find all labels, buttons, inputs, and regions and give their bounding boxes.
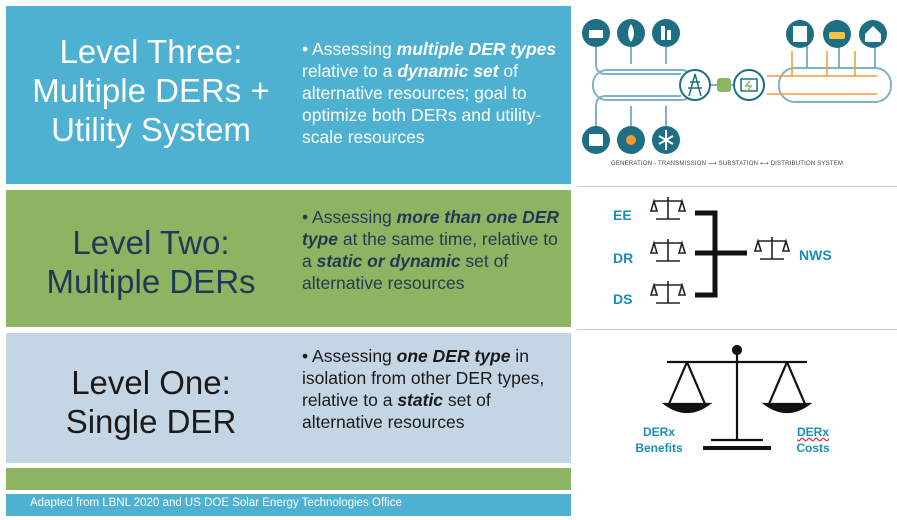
scale-icon	[649, 239, 687, 262]
emphasis-text: one DER type	[396, 346, 511, 366]
source-note: Adapted from LBNL 2020 and US DOE Solar …	[30, 497, 402, 509]
description-text: set of alternative resources	[302, 251, 509, 293]
level-three-title: Level Three: Multiple DERs + Utility Sys…	[6, 32, 296, 149]
dr-label: DR	[613, 250, 634, 266]
level-one-description: • Assessing one DER type in isolation fr…	[302, 345, 568, 433]
description-text: of alternative resources; goal to optimi…	[302, 61, 542, 147]
bracket-icon	[695, 210, 747, 298]
scales-graphic	[649, 197, 791, 304]
caption-line: DERx	[642, 425, 675, 439]
costs-caption: DERx Costs	[783, 424, 843, 456]
title-line: Multiple DERs +	[32, 72, 270, 109]
level-two-panel: Level Two: Multiple DERs • Assessing mor…	[6, 190, 571, 327]
level-three-description: • Assessing multiple DER types relative …	[302, 38, 568, 148]
nuclear-plant-icon	[652, 19, 680, 47]
title-line: Single DER	[65, 403, 237, 440]
title-line: Level One:	[71, 364, 231, 401]
title-line: Level Two:	[72, 224, 230, 261]
description-text: relative to a	[302, 61, 398, 81]
caption-line: DERx	[796, 425, 829, 439]
grid-caption: GENERATION - TRANSMISSION ⟶ SUBSTATION ⟷…	[611, 161, 844, 167]
emphasis-text: more than one DER type	[302, 207, 560, 249]
transmission-tower-icon	[679, 69, 711, 101]
description-text: • Assessing	[302, 207, 397, 227]
description-text: at the same time, relative to a	[302, 229, 558, 271]
description-text: in isolation from other DER types, relat…	[302, 346, 545, 410]
nws-label: NWS	[799, 247, 832, 263]
ds-label: DS	[613, 291, 633, 307]
description-text: • Assessing	[302, 346, 397, 366]
scale-icon	[649, 197, 687, 220]
emphasis-text: multiple DER types	[396, 39, 557, 59]
scale-icon	[649, 281, 687, 304]
level-two-title: Level Two: Multiple DERs	[6, 223, 296, 301]
grid-diagram-graphic	[582, 19, 892, 154]
level-two-description: • Assessing more than one DER type at th…	[302, 206, 568, 294]
emphasis-text: static or dynamic	[316, 251, 461, 271]
benefits-caption: DERx Benefits	[629, 424, 689, 456]
emphasis-text: dynamic set	[397, 61, 499, 81]
title-line: Utility System	[51, 111, 251, 148]
emphasis-text: static	[397, 390, 444, 410]
title-line: Multiple DERs	[46, 263, 256, 300]
panel-divider	[577, 186, 897, 187]
footer-bar: Adapted from LBNL 2020 and US DOE Solar …	[6, 494, 571, 516]
balance-scale-icon	[661, 344, 813, 450]
single-der-scale: DERx Benefits DERx Costs	[577, 330, 897, 520]
multi-der-scales: EE DR DS NWS	[577, 187, 897, 328]
level-one-panel: Level One: Single DER • Assessing one DE…	[6, 333, 571, 463]
description-text: set of alternative resources	[302, 390, 491, 432]
panel-divider	[577, 329, 897, 330]
level-one-title: Level One: Single DER	[6, 363, 296, 441]
grid-diagram: GENERATION - TRANSMISSION ⟶ SUBSTATION ⟷…	[577, 6, 897, 184]
level-three-panel: Level Three: Multiple DERs + Utility Sys…	[6, 6, 571, 184]
description-text: • Assessing	[302, 39, 397, 59]
ee-label: EE	[613, 207, 632, 223]
caption-line: Benefits	[635, 441, 683, 455]
substation-icon	[733, 69, 765, 101]
title-line: Level Three:	[59, 33, 243, 70]
caption-line: Costs	[796, 441, 830, 455]
scale-icon	[753, 237, 791, 260]
divider-bar	[6, 468, 571, 490]
